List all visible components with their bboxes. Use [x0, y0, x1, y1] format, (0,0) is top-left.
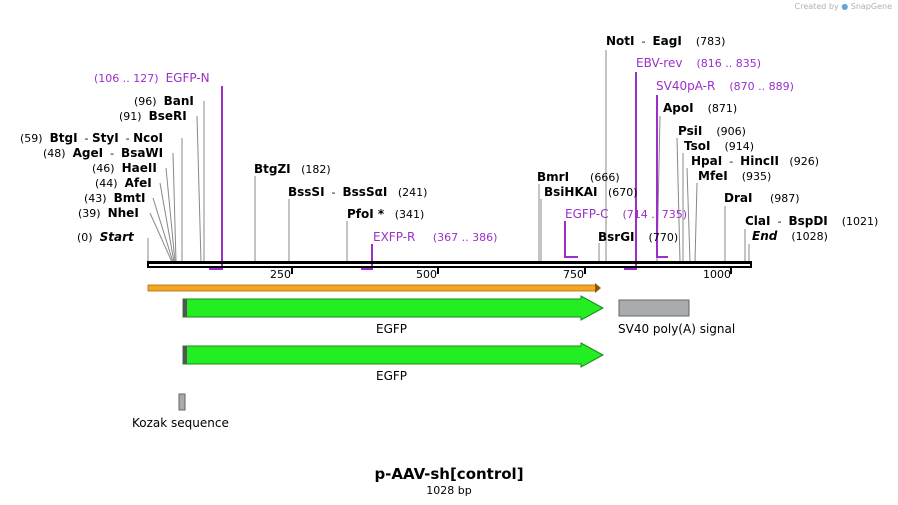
site-mfei: MfeI (935) — [698, 169, 772, 184]
map-title: p-AAV-sh[control] — [374, 465, 524, 483]
site-drai: DraI (987) — [724, 191, 800, 206]
site-bsihkai: BsiHKAI (670) — [544, 185, 638, 200]
tick-label-750: 750 — [563, 268, 584, 281]
site-btgzi: BtgZI (182) — [254, 162, 331, 177]
sv40-polya-box — [618, 299, 690, 317]
site-noti-eagi: NotI - EagI (783) — [606, 34, 726, 49]
site-bseri: (91) BseRI — [119, 109, 187, 124]
primer-egfp-c: EGFP-C (714 .. 735) — [565, 207, 688, 222]
site-tsoi: TsoI (914) — [684, 139, 755, 154]
site-end: End (1028) — [752, 229, 828, 244]
kozak-box — [178, 393, 186, 411]
orf-arrow — [147, 283, 601, 293]
site-afei: (44) AfeI — [95, 176, 152, 191]
feature-label-kozak: Kozak sequence — [132, 416, 229, 430]
site-bani: (96) BanI — [134, 94, 194, 109]
site-agei-bsawi: (48) AgeI - BsaWI — [43, 146, 164, 161]
site-clai-bspdi: ClaI - BspDI (1021) — [745, 214, 879, 229]
primer-ebv-rev: EBV-rev (816 .. 835) — [636, 56, 761, 71]
backbone-top — [148, 261, 751, 264]
egfp-feature-arrow-1 — [182, 295, 605, 321]
site-start: (0) Start — [77, 230, 134, 245]
site-leader-lines — [147, 50, 750, 263]
egfp-feature-arrow-2 — [182, 342, 605, 368]
feature-label-egfp-1: EGFP — [376, 322, 408, 336]
primer-egfp-n: (106 .. 127) EGFP-N — [94, 71, 210, 86]
primer-sv40pa-r: SV40pA-R (870 .. 889) — [656, 79, 794, 94]
site-psii: PsiI (906) — [678, 124, 746, 139]
scale-ticks — [291, 268, 732, 274]
backbone-bottom — [148, 266, 751, 268]
tick-label-500: 500 — [416, 268, 437, 281]
tick-label-1000: 1000 — [703, 268, 731, 281]
feature-label-egfp-2: EGFP — [376, 369, 408, 383]
site-btgi-styi-ncoi: (59) BtgI - StyI - NcoI — [20, 131, 164, 146]
tick-label-250: 250 — [270, 268, 291, 281]
primer-markers — [209, 72, 668, 270]
site-apoi: ApoI (871) — [663, 101, 738, 116]
site-bmti: (43) BmtI — [84, 191, 146, 206]
site-bmri: BmrI (666) — [537, 170, 620, 185]
site-pfoi: PfoI * (341) — [347, 207, 425, 222]
site-bsssi: BssSI - BssSαI (241) — [288, 185, 428, 200]
map-length: 1028 bp — [426, 484, 472, 497]
feature-label-sv40: SV40 poly(A) signal — [618, 322, 736, 336]
site-bsrgi: BsrGI (770) — [598, 230, 679, 245]
site-hpai-hincii: HpaI - HincII (926) — [691, 154, 820, 169]
snapgene-watermark: Created by ● SnapGene — [794, 2, 892, 11]
site-haeii: (46) HaeII — [92, 161, 157, 176]
primer-exfp-r: EXFP-R (367 .. 386) — [373, 230, 498, 245]
site-nhei: (39) NheI — [78, 206, 139, 221]
